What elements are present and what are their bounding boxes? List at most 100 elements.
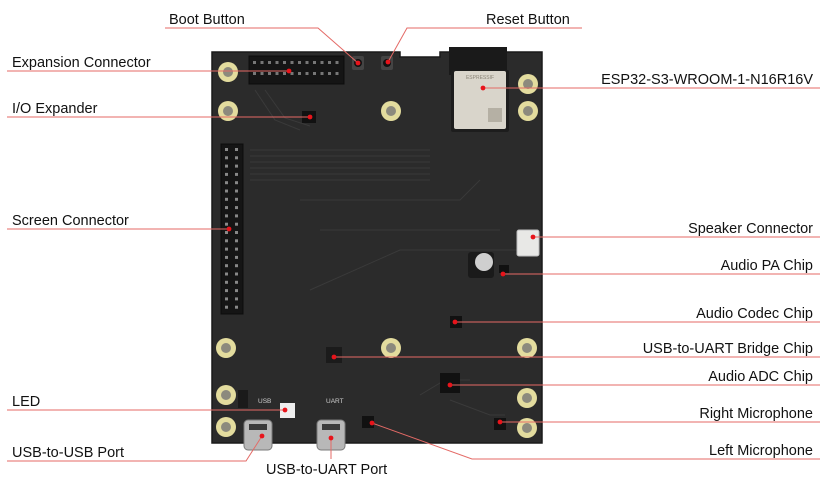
- leader-usb-to-usb: [7, 435, 263, 462]
- marker-dot: [369, 420, 375, 426]
- header-pin: [225, 197, 228, 201]
- diode-part: [238, 390, 248, 408]
- leader-reset-button: [387, 27, 582, 63]
- capacitor-part: [468, 252, 494, 278]
- header-pin: [235, 206, 238, 210]
- header-pin: [225, 289, 228, 293]
- uart-silkscreen: UART: [326, 398, 344, 405]
- header-pin: [235, 172, 238, 176]
- marker-dot: [355, 60, 361, 66]
- header-pin: [275, 61, 279, 64]
- header-pin: [235, 297, 238, 301]
- header-pin: [335, 61, 339, 64]
- header-pin: [305, 72, 309, 75]
- header-pin: [225, 255, 228, 259]
- speaker-connector-part: [516, 229, 540, 257]
- screen-connector-header: [220, 143, 244, 315]
- marker-dot: [480, 85, 486, 91]
- label-right-microphone: Right Microphone: [699, 406, 813, 422]
- module-brand-silkscreen: ESPRESSIF: [466, 75, 494, 81]
- header-pin: [235, 231, 238, 234]
- header-pin: [235, 181, 238, 185]
- header-pin: [235, 280, 238, 284]
- header-pin: [268, 61, 271, 64]
- header-pin: [260, 61, 264, 64]
- header-pin: [235, 255, 238, 259]
- header-pin: [235, 148, 238, 151]
- header-pin: [235, 289, 238, 293]
- header-pin: [225, 214, 228, 218]
- label-audio-pa-chip: Audio PA Chip: [720, 258, 813, 274]
- header-pin: [225, 172, 228, 176]
- header-pin: [313, 61, 316, 64]
- label-usb-to-uart-port: USB-to-UART Port: [266, 462, 388, 478]
- header-pin: [253, 72, 256, 75]
- header-pin: [235, 197, 238, 201]
- header-pin: [225, 164, 228, 168]
- marker-dot: [226, 226, 232, 232]
- header-pin: [235, 164, 238, 168]
- label-screen-connector: Screen Connector: [12, 213, 129, 229]
- header-pin: [328, 61, 331, 64]
- marker-dot: [530, 234, 536, 240]
- header-pin: [225, 148, 228, 151]
- header-pin: [298, 72, 301, 75]
- label-esp32-module: ESP32-S3-WROOM-1-N16R16V: [601, 72, 813, 88]
- marker-dot: [259, 433, 265, 439]
- header-pin: [235, 189, 238, 193]
- marker-dot: [500, 271, 506, 277]
- label-expansion-connector: Expansion Connector: [12, 55, 151, 71]
- label-usb-uart-bridge-chip: USB-to-UART Bridge Chip: [642, 341, 813, 357]
- marker-dot: [497, 419, 503, 425]
- header-pin: [253, 61, 256, 64]
- label-left-microphone: Left Microphone: [709, 443, 813, 459]
- audio-pa-part: [499, 265, 509, 273]
- mounting-holes: [216, 62, 538, 438]
- header-pin: [225, 189, 228, 193]
- header-pin: [225, 181, 228, 185]
- marker-dot: [331, 354, 337, 360]
- usb-c-port-usb: [243, 419, 273, 451]
- header-pin: [225, 206, 228, 210]
- label-boot-button: Boot Button: [169, 12, 245, 28]
- header-pin: [283, 61, 286, 64]
- header-pin: [235, 214, 238, 218]
- marker-dot: [282, 407, 288, 413]
- led-part: [280, 403, 295, 418]
- header-pin: [235, 222, 238, 226]
- header-pin: [225, 247, 228, 251]
- header-pin: [313, 72, 316, 75]
- pcb-traces: [250, 89, 520, 416]
- marker-dot: [328, 435, 334, 441]
- header-pin: [225, 239, 228, 243]
- header-pin: [335, 72, 339, 75]
- header-pin: [268, 72, 271, 75]
- label-io-expander: I/O Expander: [12, 101, 98, 117]
- header-pin: [235, 156, 238, 160]
- header-pin: [225, 305, 228, 309]
- label-speaker-connector: Speaker Connector: [688, 221, 813, 237]
- header-pin: [225, 272, 228, 276]
- header-pin: [320, 72, 324, 75]
- label-usb-to-usb-port: USB-to-USB Port: [12, 445, 124, 461]
- header-pin: [235, 247, 238, 251]
- header-pin: [260, 72, 264, 75]
- header-pin: [225, 156, 228, 160]
- marker-dot: [452, 319, 458, 325]
- header-pin: [225, 280, 228, 284]
- marker-dot: [286, 68, 292, 74]
- header-pin: [235, 239, 238, 243]
- marker-dot: [385, 59, 391, 65]
- marker-dot: [447, 382, 453, 388]
- header-pin: [235, 305, 238, 309]
- header-pin: [235, 264, 238, 268]
- marker-dots: [226, 59, 536, 441]
- header-pin: [290, 72, 294, 75]
- expansion-connector-header: [248, 55, 345, 85]
- header-pin: [235, 272, 238, 276]
- label-audio-adc-chip: Audio ADC Chip: [708, 369, 813, 385]
- leader-boot-button: [165, 27, 359, 64]
- header-pin: [290, 61, 294, 64]
- usb-silkscreen: USB: [258, 398, 271, 405]
- header-pin: [320, 61, 324, 64]
